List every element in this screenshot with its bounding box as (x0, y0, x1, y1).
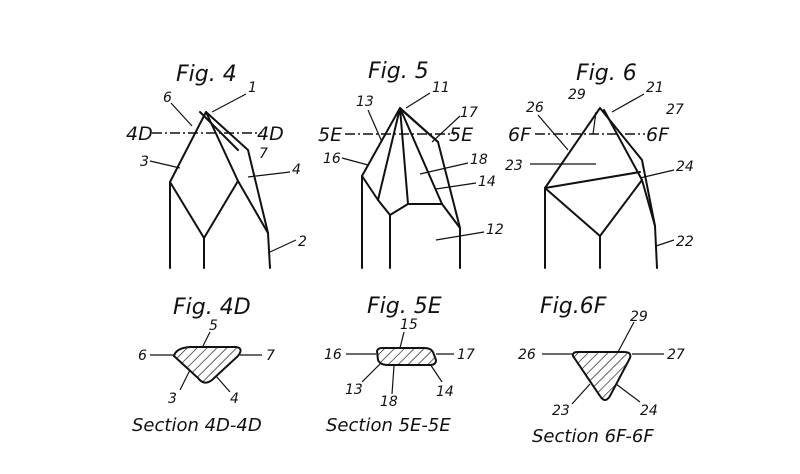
leader-4d-5 (201, 331, 211, 349)
figure-4d-section: Fig. 4D 6 7 5 3 4 Section 4D-4D (132, 295, 275, 436)
ref-5e-16: 16 (324, 347, 342, 363)
leader-16 (341, 157, 369, 166)
figure-5-cut-label-right: 5E (449, 124, 473, 146)
figure-6f-section: Fig.6F 26 27 29 23 24 Section 6F-6F (518, 294, 685, 447)
leader-12 (435, 231, 485, 241)
figure-4d-title: Fig. 4D (173, 295, 251, 320)
figure-5-cut-label-left: 5E (318, 124, 342, 146)
ref-6f-24: 24 (640, 403, 658, 419)
figure-6-cut-label-left: 6F (508, 124, 532, 146)
ref-22: 22 (676, 234, 694, 250)
ref-5e-18: 18 (380, 394, 398, 410)
ref-26: 26 (526, 100, 544, 116)
figure-6-title: Fig. 6 (576, 61, 637, 86)
leader-6f-23 (571, 383, 591, 405)
ref-6f-26: 26 (518, 347, 536, 363)
leader-21 (611, 93, 645, 113)
ref-5e-13: 13 (345, 382, 363, 398)
ref-3: 3 (140, 154, 149, 170)
leader-18 (419, 162, 469, 175)
ref-29: 29 (568, 87, 586, 103)
leader-24 (639, 169, 675, 179)
leader-6f-24 (615, 383, 641, 403)
leader-5e-13 (361, 363, 381, 383)
figure-6-drill-outline (544, 107, 658, 269)
figure-5: Fig. 5 5E 5E 11 13 17 16 18 14 12 (318, 59, 504, 269)
ref-13: 13 (356, 94, 374, 110)
figure-5-title: Fig. 5 (368, 59, 429, 84)
section-6f-caption: Section 6F-6F (532, 426, 654, 447)
figure-6: Fig. 6 6F 6F 21 29 26 27 23 24 22 (505, 61, 694, 269)
ref-17: 17 (460, 105, 478, 121)
leader-2 (269, 239, 297, 253)
section-5e-hatched-profile (375, 347, 438, 366)
ref-6f-23: 23 (552, 403, 570, 419)
ref-23: 23 (505, 158, 523, 174)
figure-6-cut-label-right: 6F (646, 124, 670, 146)
leader-5e-14 (429, 363, 443, 383)
figure-5e-section: Fig. 5E 16 17 15 13 18 14 Section 5E-5E (324, 294, 475, 436)
ref-6f-27: 27 (667, 347, 685, 363)
figure-4-cut-label-right: 4D (257, 123, 284, 145)
figure-4-title: Fig. 4 (176, 62, 237, 87)
ref-4: 4 (292, 162, 301, 178)
ref-4d-3: 3 (168, 391, 177, 407)
ref-4d-7: 7 (266, 348, 275, 364)
ref-18: 18 (470, 152, 488, 168)
leader-3 (149, 160, 181, 169)
leader-4d-4 (215, 375, 231, 393)
ref-7: 7 (259, 146, 268, 162)
figure-4-cut-label-left: 4D (126, 123, 153, 145)
ref-4d-4: 4 (230, 391, 239, 407)
section-5e-caption: Section 5E-5E (326, 415, 451, 436)
figure-5e-title: Fig. 5E (367, 294, 442, 319)
ref-6: 6 (163, 90, 172, 106)
leader-5e-18 (391, 365, 395, 395)
leader-5e-15 (399, 331, 405, 349)
figure-6f-title: Fig.6F (540, 294, 607, 319)
leader-4d-3 (179, 369, 191, 391)
ref-2: 2 (298, 234, 307, 250)
leader-14 (435, 182, 477, 190)
leader-17 (431, 115, 461, 143)
leader-6f-29 (617, 321, 635, 353)
leader-26 (537, 114, 569, 151)
ref-6f-29: 29 (630, 309, 648, 325)
section-6f-hatched-profile (571, 351, 632, 401)
ref-16: 16 (323, 151, 341, 167)
figure-4: Fig. 4 4D 4D 1 6 7 3 4 2 (126, 62, 307, 269)
leader-6 (170, 102, 193, 127)
ref-27: 27 (666, 102, 684, 118)
section-4d-hatched-profile (172, 346, 242, 384)
leader-11 (405, 92, 431, 109)
ref-14: 14 (478, 174, 496, 190)
ref-1: 1 (248, 80, 257, 96)
leader-1 (211, 93, 247, 113)
ref-24: 24 (676, 159, 694, 175)
section-4d-caption: Section 4D-4D (132, 415, 262, 436)
figure-5-drill-outline (361, 107, 461, 269)
ref-12: 12 (486, 222, 504, 238)
ref-11: 11 (432, 80, 450, 96)
leader-13 (367, 109, 383, 143)
ref-5e-14: 14 (436, 384, 454, 400)
leader-4 (247, 171, 291, 178)
figure-4-drill-outline (169, 111, 271, 269)
ref-5e-17: 17 (457, 347, 475, 363)
ref-4d-6: 6 (138, 348, 147, 364)
ref-5e-15: 15 (400, 317, 418, 333)
ref-21: 21 (646, 80, 664, 96)
ref-4d-5: 5 (209, 318, 218, 334)
leader-22 (655, 239, 675, 247)
